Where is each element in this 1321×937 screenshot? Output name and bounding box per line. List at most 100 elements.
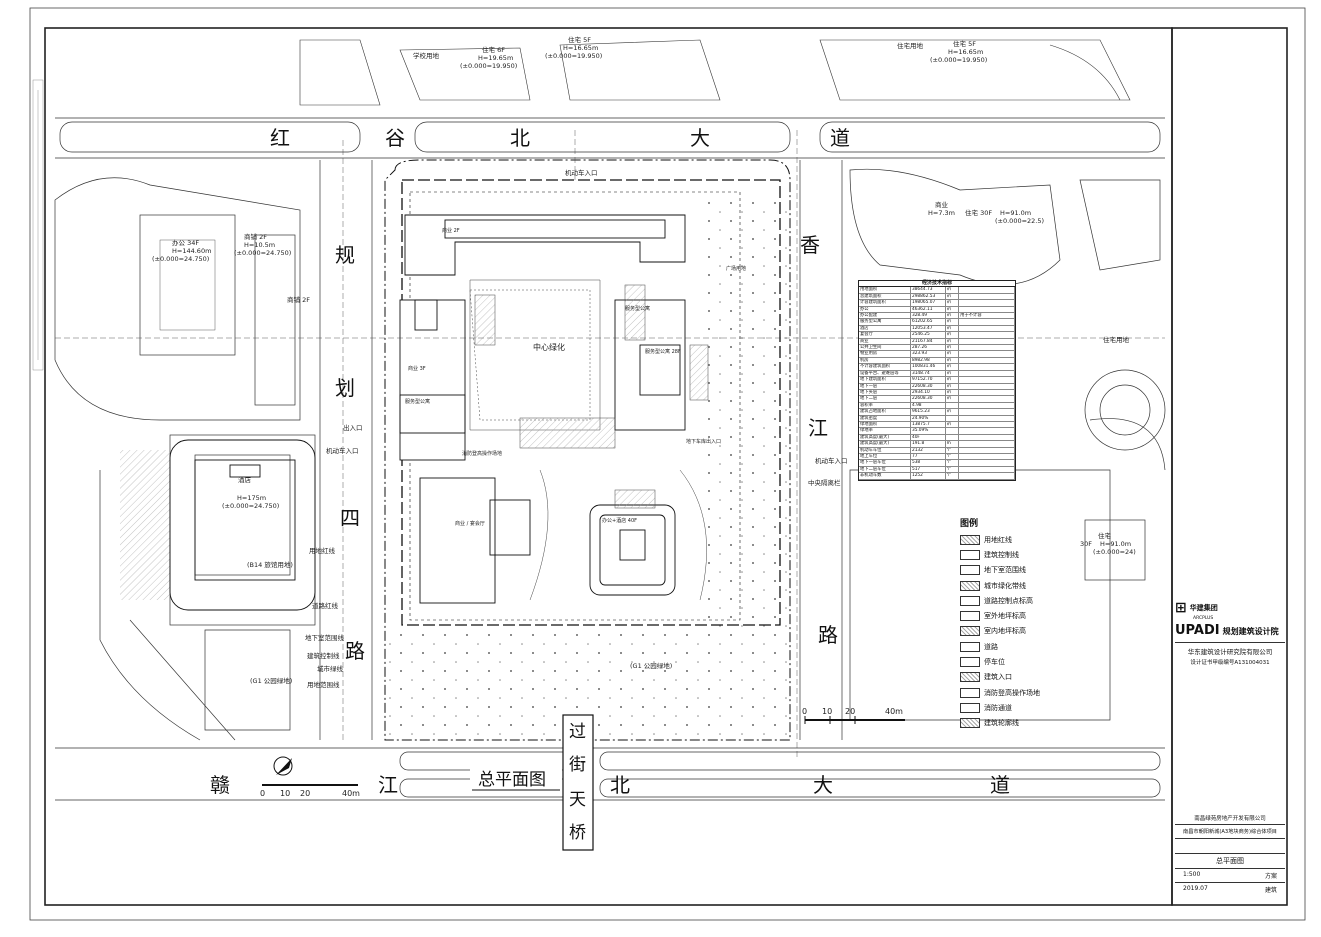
tech-table-cell: 公共卫生间 [859, 345, 911, 351]
tech-table-cell [959, 428, 1015, 434]
legend-list: 用地红线建筑控制线地下室范围线城市绿化带线道路控制点标高室外地坪标高室内地坪标高… [960, 532, 1060, 731]
tech-table-cell [959, 364, 1015, 370]
legend-label: 道路 [984, 642, 998, 651]
drawing-title: 总平面图 [478, 770, 546, 790]
tech-table-cell: 38644.73 [911, 287, 946, 293]
label-vehicle-entry-left: 机动车入口 [326, 446, 359, 455]
road-name-left: 规 划 四 路 [335, 243, 365, 663]
tech-table-cell: ㎡ [946, 383, 960, 389]
label-commercial-3f: 商业 3F [408, 365, 426, 372]
callout-city-green: 城市绿线 [317, 664, 344, 673]
label-center-green: 中心绿化 [533, 342, 565, 352]
right-neighborhood [849, 168, 1166, 721]
road-band-left [319, 160, 373, 740]
legend-item: 道路 [960, 639, 1060, 654]
tech-table-cell: ㎡ [946, 287, 960, 293]
tech-table-cell: ㎡ [946, 377, 960, 383]
tech-table-cell: 2132 [911, 447, 946, 453]
left-neighborhood [54, 177, 316, 741]
tech-table-cell: ㎡ [946, 345, 960, 351]
callout-building-control: 建筑控制线 [307, 651, 340, 660]
tech-table-cell: ㎡ [946, 306, 960, 313]
tech-table-cell: 287.26 [911, 345, 946, 351]
tech-table-cell: ㎡ [946, 409, 960, 415]
label-plaza: 广场用地 [726, 265, 746, 272]
legend-item: 道路控制点标高 [960, 593, 1060, 608]
tech-table-cell [959, 383, 1015, 389]
road-name-bottom: 赣 江 北 大 道 [210, 773, 1010, 797]
label-park-green-bottom: (G1 公园绿地) [630, 661, 672, 670]
label-office-left-level: (±0.000=24.750) [152, 255, 209, 263]
legend-item: 室内地坪标高 [960, 624, 1060, 639]
bridge-char-3: 桥 [569, 823, 586, 843]
road-left-char-1: 划 [335, 376, 355, 400]
scale-left-tick-40: 40m [342, 789, 360, 798]
label-commercial-2f: 商业 2F [442, 227, 460, 234]
road-band-top [55, 117, 1165, 159]
tech-table-cell: 非机动车数 [859, 473, 911, 479]
institute-name: 规划建筑设计院 [1222, 627, 1279, 636]
label-res-right-bottom-level: (±0.000=24) [1093, 548, 1136, 556]
logo-sub: ARCPLUS [1193, 616, 1214, 621]
client-name: 南昌绿苑房地产开发有限公司 [1175, 812, 1285, 825]
road-bottom-char-2: 北 [610, 773, 630, 797]
tech-table-cell: 用于不计容 [959, 313, 1015, 319]
tech-table-cell: 517 [911, 466, 946, 473]
label-median-rail: 中央隔离栏 [808, 478, 841, 487]
road-bottom-char-4: 道 [990, 773, 1010, 797]
tech-table-cell: 40F [911, 434, 946, 441]
tech-table-cell: ㎡ [946, 313, 960, 319]
tech-table-cell [959, 306, 1015, 313]
tech-table-cell: 设备平台、避难层等 [859, 370, 911, 377]
left-hatch [120, 450, 170, 600]
internal-paths [469, 279, 709, 601]
tech-table-cell: 地下二层 [859, 396, 911, 402]
tech-table-cell: 4.98 [911, 402, 946, 409]
hotel-tower-left [169, 439, 316, 611]
park-green-area [383, 200, 795, 742]
legend-item: 停车位 [960, 654, 1060, 669]
tech-table-cell [959, 300, 1015, 306]
label-svc-apt-left: 服务型公寓 [405, 398, 430, 405]
label-commercial-right: 商业 [935, 200, 949, 209]
road-right-char-0: 香 [800, 233, 820, 257]
tech-table-cell: 22608.30 [911, 383, 946, 389]
tech-table-cell: 1252 [911, 473, 946, 479]
tech-table-cell: 538 [911, 460, 946, 466]
tech-table-cell [959, 466, 1015, 473]
scale-tick-0: 0 [802, 707, 807, 716]
tech-table-cell: 323.93 [911, 351, 946, 357]
tech-table-cell: 22608.30 [911, 396, 946, 402]
tech-table-cell [946, 415, 960, 421]
label-shop-left-2f: 商铺 2F [244, 232, 267, 241]
label-res-right-top-h: H=16.65m [948, 48, 983, 56]
title-block-border [1171, 27, 1288, 906]
tech-table-cell: 个 [946, 473, 960, 479]
tech-table-cell: ㎡ [946, 325, 960, 332]
road-left-char-0: 规 [335, 243, 355, 267]
tech-table-cell: 机动车车位 [859, 447, 911, 453]
bridge-char-0: 过 [569, 722, 586, 742]
drawing-discipline: 建筑 [1264, 887, 1277, 894]
legend-item: 消防登高操作场地 [960, 685, 1060, 700]
legend-swatch-icon [960, 641, 980, 652]
legend-label: 停车位 [984, 658, 1005, 667]
road-top-char-0: 红 [270, 126, 290, 150]
design-cert: 设计证书甲级编号A131004031 [1190, 660, 1270, 666]
tech-table-cell [959, 325, 1015, 332]
legend-swatch-icon [960, 718, 980, 729]
tech-table-cell: 服务型公寓 [859, 319, 911, 325]
